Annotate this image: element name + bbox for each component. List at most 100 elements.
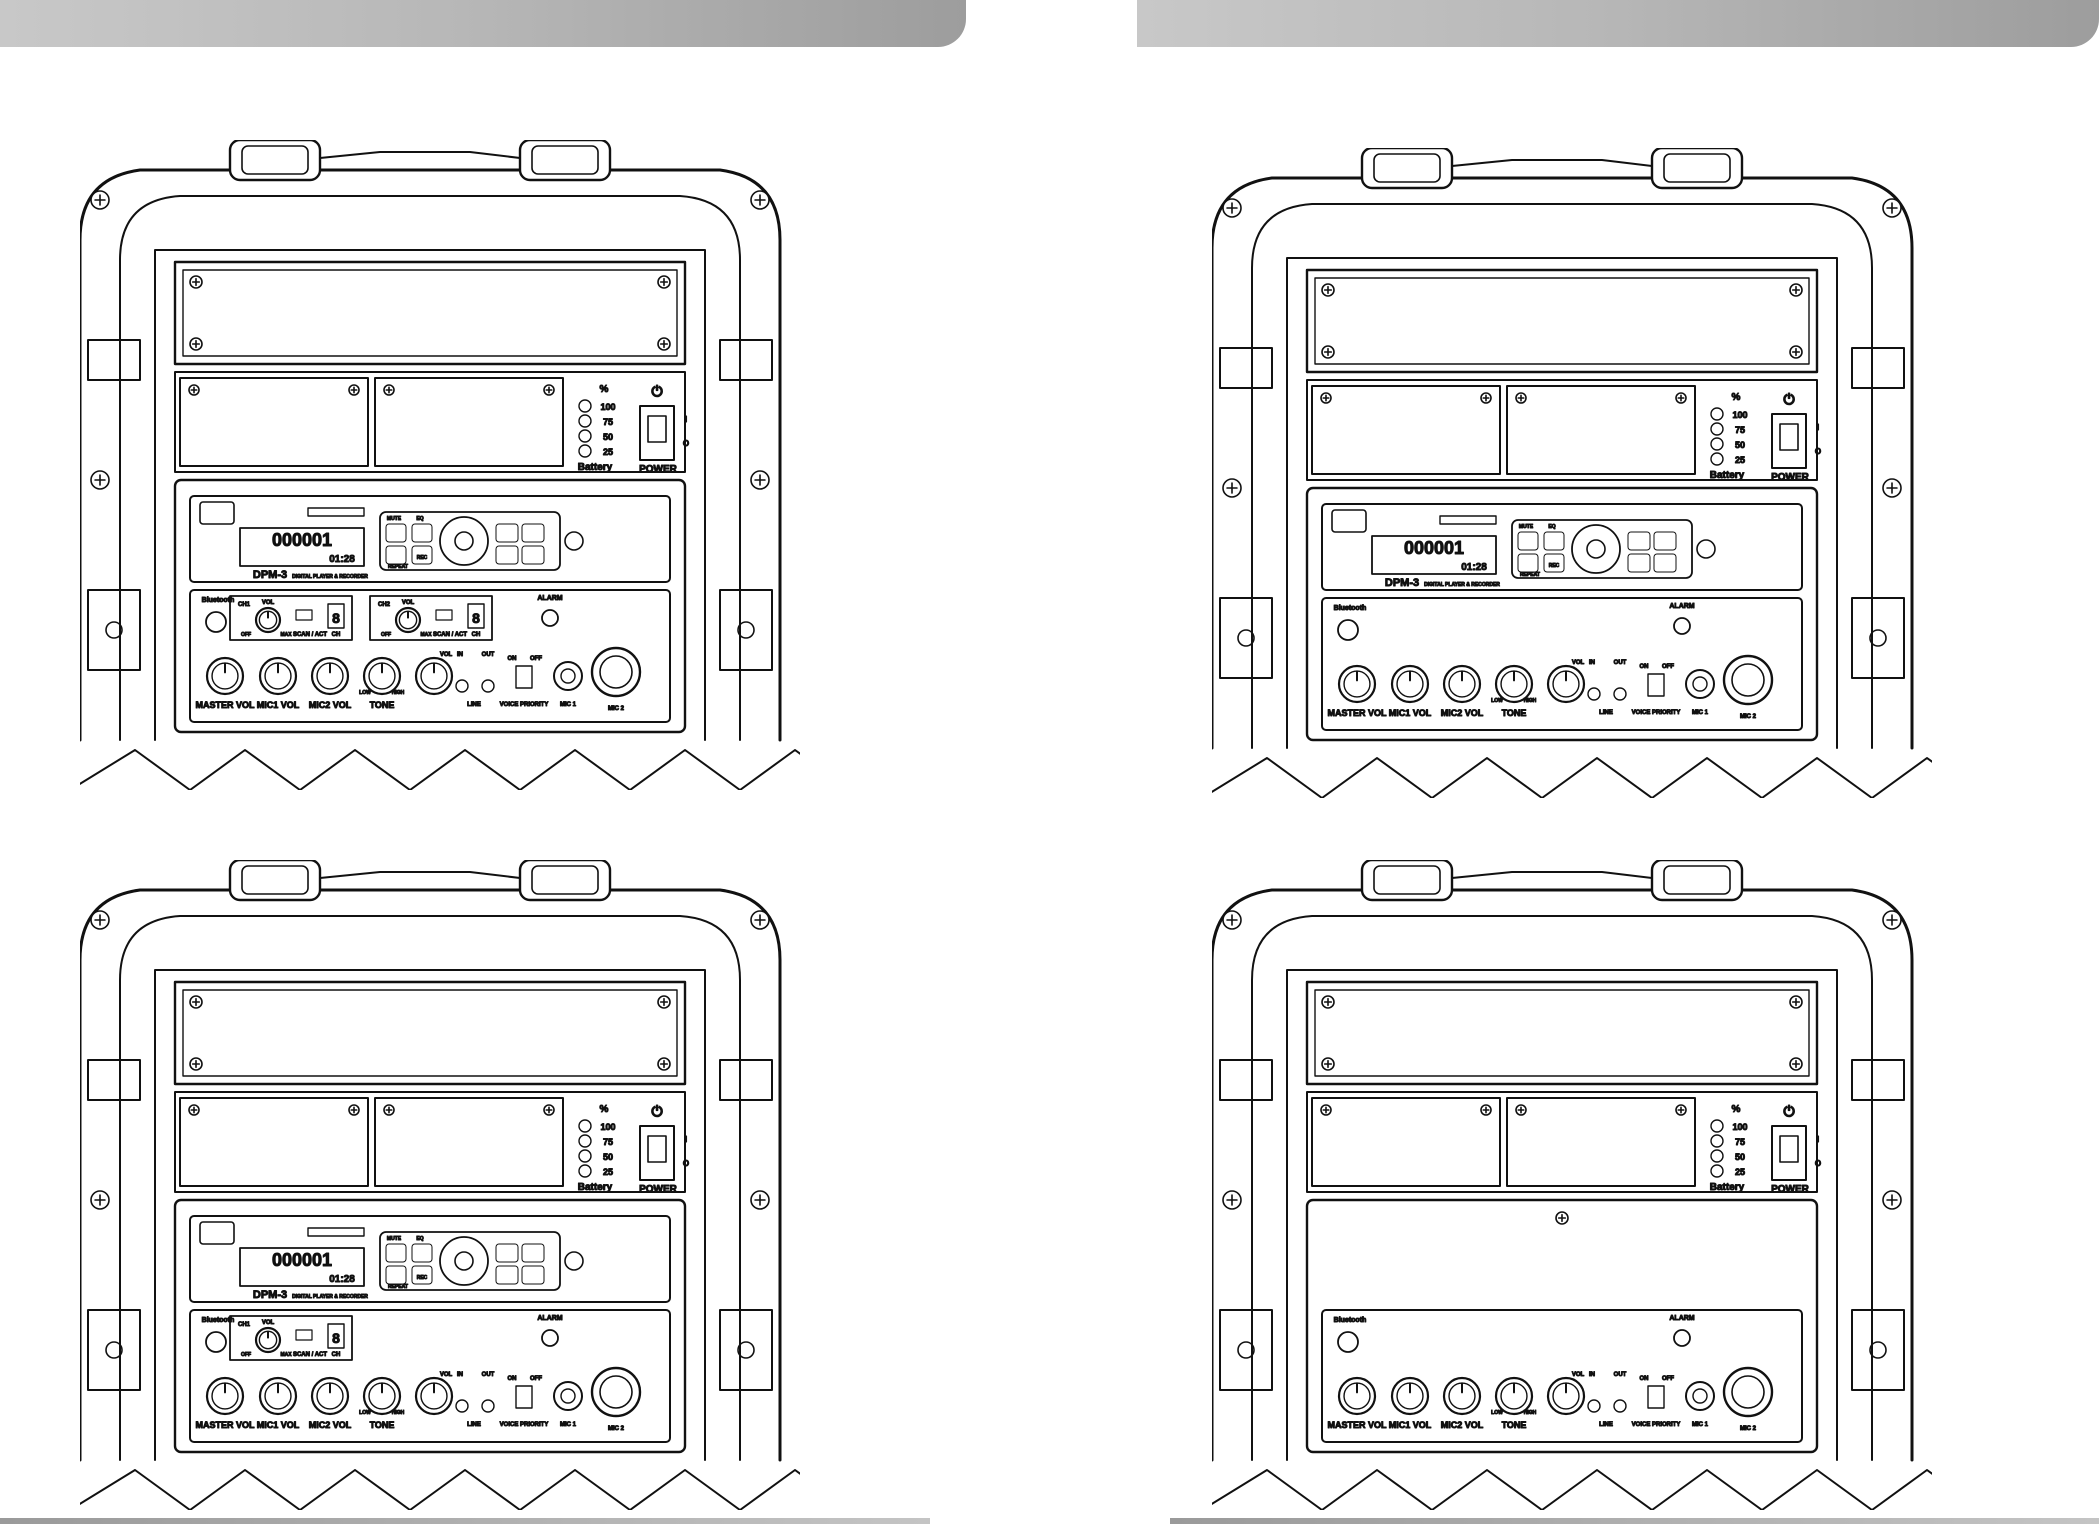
handle-bar	[319, 871, 521, 879]
front-frame	[1286, 969, 1838, 1461]
voice-priority-label: VOICE PRIORITY	[1632, 710, 1681, 716]
eq-label: EQ	[416, 516, 423, 522]
priority-on-label: ON	[1640, 664, 1649, 670]
receiver-vol-label: VOL	[262, 600, 275, 606]
mic1-jack-inner	[1692, 1388, 1708, 1404]
battery-led-icon	[1710, 1119, 1724, 1133]
line-in-label: IN	[1589, 1372, 1595, 1378]
screw-cross	[385, 386, 393, 394]
scan-act-label: SCAN / ACT	[293, 632, 327, 638]
battery-led-icon	[1710, 407, 1724, 421]
handle-clip-icon	[1650, 146, 1744, 190]
knob-label: MASTER VOL	[1327, 708, 1387, 718]
mic2-xlr-inner	[1731, 1375, 1765, 1409]
screw-cross	[754, 194, 766, 206]
battery-label: Battery	[1710, 1182, 1745, 1193]
repeat-button-icon	[385, 545, 407, 565]
priority-on-label: ON	[508, 1376, 517, 1382]
handle-clip-icon	[1360, 858, 1454, 902]
latch-hole	[105, 621, 123, 639]
header-bar-left	[0, 0, 966, 47]
battery-level-label: 75	[603, 417, 613, 427]
rec-label: REC	[417, 1275, 428, 1281]
player-subtitle: DIGITAL PLAYER & RECORDER	[1424, 582, 1500, 588]
mic1-jack-icon	[553, 661, 583, 691]
slot-cover	[374, 377, 564, 467]
battery-percent-label: %	[600, 1104, 609, 1115]
player-subtitle: DIGITAL PLAYER & RECORDER	[292, 1294, 368, 1300]
dpad-icon	[439, 1236, 489, 1286]
line-vol-label: VOL	[440, 1372, 453, 1378]
screw-cross	[94, 1194, 106, 1206]
knob-label: MIC1 VOL	[1389, 708, 1432, 718]
power-on-label: I	[685, 415, 687, 424]
cabinet-inner-outline	[1251, 203, 1873, 749]
power-rocker	[1779, 423, 1799, 451]
mute-button-icon	[385, 523, 407, 543]
battery-percent-label: %	[1732, 392, 1741, 403]
receiver-off-label: OFF	[241, 632, 251, 638]
line-label: LINE	[467, 1422, 481, 1428]
latch-hole	[105, 1341, 123, 1359]
slot-cover	[1311, 1097, 1501, 1187]
battery-level-label: 75	[1735, 1137, 1745, 1147]
channel-label: CH	[332, 632, 341, 638]
front-frame	[154, 969, 706, 1461]
mic2-xlr-inner	[599, 655, 633, 689]
usb-port-icon	[199, 501, 235, 525]
repeat-button-icon	[1517, 553, 1539, 573]
battery-level-label: 25	[1735, 1167, 1745, 1177]
battery-level-label: 100	[1732, 410, 1747, 420]
power-rocker	[647, 415, 667, 443]
mixer-panel	[1321, 597, 1803, 731]
battery-led-icon	[578, 429, 592, 443]
player-time: 01:28	[329, 1274, 355, 1285]
cabinet-outline	[78, 888, 782, 1462]
speaker-body: %100755025Battery⏻IOPOWER00000101:28DPM-…	[69, 858, 851, 1511]
priority-on-label: ON	[508, 656, 517, 662]
handle-clip-inner	[1663, 153, 1731, 183]
mic1-jack-inner	[1692, 676, 1708, 692]
side-bracket	[1851, 347, 1905, 389]
player-time: 01:28	[1461, 562, 1487, 573]
side-latch	[719, 1309, 773, 1391]
handle-bar	[1451, 871, 1653, 879]
player-model: DPM-3	[253, 1289, 287, 1301]
screw-cross	[94, 914, 106, 926]
screw-cross	[1226, 1194, 1238, 1206]
handle-bar	[319, 151, 521, 159]
latch-hole	[1237, 1341, 1255, 1359]
speaker-body: %100755025Battery⏻IOPOWER00000101:28DPM-…	[69, 138, 851, 791]
blank-panel-top-inner	[1314, 277, 1810, 365]
player-time: 01:28	[329, 554, 355, 565]
screw-cross	[191, 277, 201, 287]
cut-line	[1201, 1469, 1983, 1511]
side-bracket	[1219, 347, 1273, 389]
player-model: DPM-3	[1385, 577, 1419, 589]
battery-led-icon	[578, 1134, 592, 1148]
battery-led-icon	[578, 414, 592, 428]
bluetooth-button-icon	[205, 1331, 227, 1353]
battery-led-icon	[1710, 1134, 1724, 1148]
slot-cover	[1506, 1097, 1696, 1187]
side-latch	[1219, 597, 1273, 679]
knob-label: MASTER VOL	[195, 1420, 255, 1430]
knob-label: MIC1 VOL	[257, 700, 300, 710]
power-off-label: O	[1815, 1159, 1821, 1168]
screw-cross	[94, 194, 106, 206]
mute-label: MUTE	[387, 1236, 402, 1242]
rec-button-icon	[411, 1265, 433, 1285]
battery-level-label: 100	[600, 1122, 615, 1132]
preset-button-icon	[495, 1243, 519, 1263]
channel-display	[467, 603, 485, 629]
line-out-jack-icon	[1613, 687, 1627, 701]
knob-label: MASTER VOL	[195, 700, 255, 710]
channel-digit: 8	[332, 610, 340, 626]
player-buttons	[1511, 519, 1693, 579]
screw-cross	[350, 1106, 358, 1114]
blank-panel-top	[1305, 268, 1819, 374]
play-pause-icon	[454, 531, 474, 551]
screw-cross	[1482, 394, 1490, 402]
power-on-label: I	[1817, 423, 1819, 432]
